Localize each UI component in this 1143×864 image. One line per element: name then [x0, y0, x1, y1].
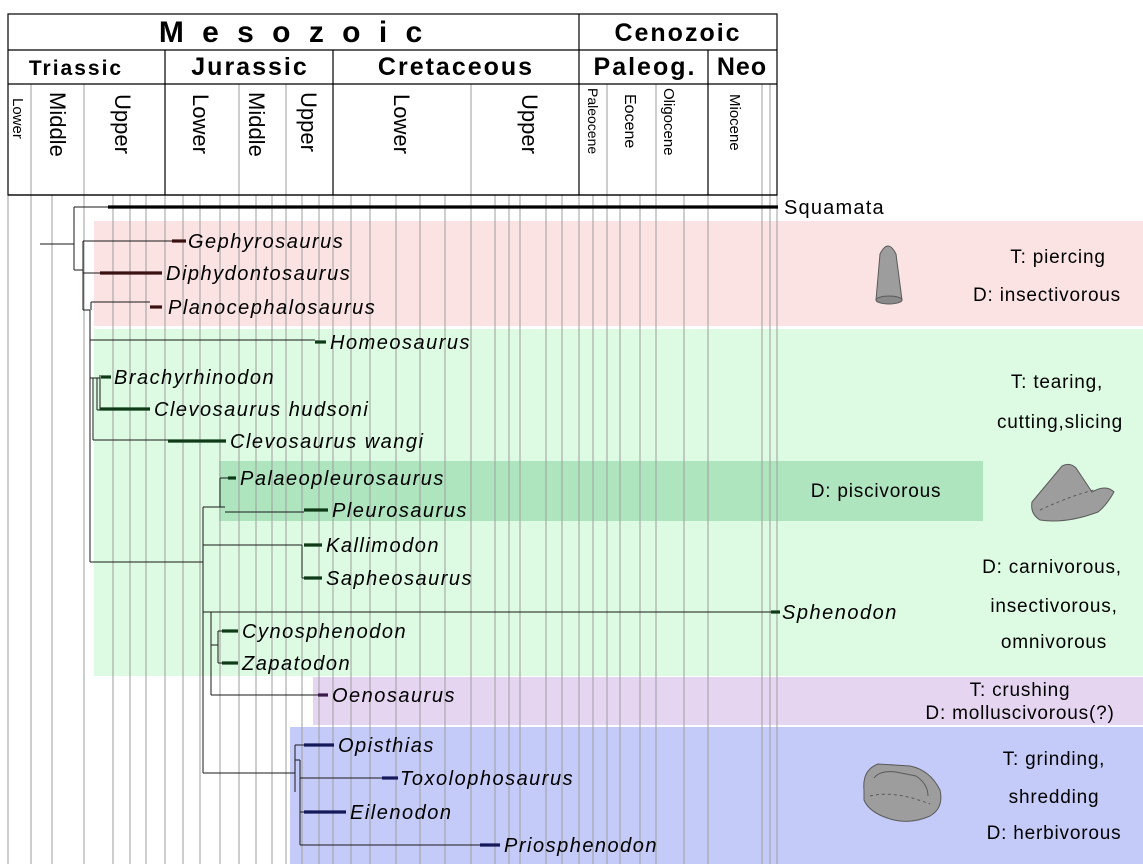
taxon-label: Sapheosaurus [326, 568, 473, 590]
taxon-label: Homeosaurus [330, 332, 471, 354]
taxon-label: Opisthias [338, 735, 435, 757]
zone-crushing-band [313, 677, 1143, 725]
taxon-label: Zapatodon [241, 653, 351, 675]
taxon-range-bars [100, 205, 780, 847]
taxon-label: Sphenodon [782, 602, 898, 624]
zone-grinding-diet-label: D: herbivorous [987, 823, 1122, 844]
taxon-label: Clevosaurus wangi [230, 431, 424, 453]
period-triassic-label: Triassic [29, 57, 123, 80]
period-jurassic-label: Jurassic [191, 53, 308, 81]
epoch-cretaceous-lower-label: Lower [389, 94, 414, 154]
epoch-oligocene-label: Oligocene [660, 88, 677, 156]
ecology-zones [94, 221, 1143, 864]
taxon-label: Cynosphenodon [242, 621, 407, 643]
epoch-paleocene-label: Paleocene [585, 88, 601, 154]
phylogeny-tree-branches [40, 206, 780, 846]
zone-grinding-tooth-label: T: grinding, [1003, 749, 1106, 770]
taxon-label: Eilenodon [350, 802, 452, 824]
zone-annotations: T: piercing D: insectivorous T: tearing,… [811, 247, 1123, 844]
taxon-label: Priosphenodon [504, 835, 658, 857]
taxon-label: Diphydontosaurus [166, 263, 351, 285]
zone-tearing-tooth-label-2: cutting,slicing [997, 412, 1123, 433]
zone-carnivorous-diet-label-2: insectivorous, [990, 596, 1117, 617]
timescale-header-frame [7, 13, 778, 196]
blade-tooth-icon [1031, 463, 1115, 522]
epoch-cretaceous-upper-label: Upper [517, 94, 542, 154]
period-neogene-label: Neo [717, 53, 767, 81]
zone-piercing-band [94, 221, 1143, 326]
era-mesozoic-label: M e s o z o i c [159, 16, 427, 49]
header-period-row: Triassic Jurassic Cretaceous Paleog. Neo [29, 53, 767, 81]
header-era-row: M e s o z o i c Cenozoic [159, 16, 741, 49]
zone-grinding-tooth-label-2: shredding [1009, 787, 1100, 808]
zone-piscivorous-band [219, 461, 983, 521]
molar-tooth-icon [863, 763, 942, 822]
outgroup-squamata-label: Squamata [784, 197, 885, 219]
zone-crushing-tooth-label: T: crushing [970, 680, 1071, 701]
zone-piercing-diet-label: D: insectivorous [973, 285, 1121, 306]
taxon-label: Pleurosaurus [332, 500, 468, 522]
epoch-jurassic-upper-label: Upper [296, 92, 321, 152]
era-cenozoic-label: Cenozoic [614, 19, 741, 47]
header-epoch-row: Lower Middle Upper Lower Middle Upper Lo… [9, 88, 743, 157]
zone-crushing-diet-label: D: molluscivorous(?) [925, 703, 1114, 724]
taxon-label: Clevosaurus hudsoni [154, 399, 369, 421]
taxon-label: Planocephalosaurus [168, 297, 376, 319]
epoch-miocene-label: Miocene [726, 94, 743, 151]
zone-tearing-tooth-label: T: tearing, [1011, 372, 1103, 393]
taxon-label: Palaeopleurosaurus [240, 468, 445, 490]
taxon-label: Toxolophosaurus [400, 768, 574, 790]
conical-tooth-icon [875, 245, 903, 305]
zone-carnivorous-diet-label: D: carnivorous, [982, 557, 1122, 578]
epoch-jurassic-middle-label: Middle [244, 92, 269, 157]
zone-piscivorous-diet-label: D: piscivorous [811, 481, 942, 502]
epoch-triassic-upper-label: Upper [110, 94, 135, 154]
taxon-label: Kallimodon [326, 535, 440, 557]
taxon-label: Oenosaurus [332, 685, 456, 707]
period-paleogene-label: Paleog. [594, 53, 697, 81]
zone-piercing-tooth-label: T: piercing [1010, 247, 1105, 268]
zone-grinding-band [290, 727, 1143, 864]
epoch-eocene-label: Eocene [621, 94, 638, 148]
epoch-triassic-lower-label: Lower [9, 98, 26, 139]
zone-carnivorous-diet-label-3: omnivorous [1001, 632, 1107, 653]
taxon-label: Gephyrosaurus [188, 231, 344, 253]
taxon-label: Brachyrhinodon [114, 367, 275, 389]
time-gridlines [7, 14, 778, 864]
taxon-labels: Squamata Gephyrosaurus Diphydontosaurus … [114, 197, 898, 857]
period-cretaceous-label: Cretaceous [378, 53, 534, 81]
epoch-jurassic-lower-label: Lower [188, 94, 213, 154]
epoch-triassic-middle-label: Middle [45, 92, 70, 157]
